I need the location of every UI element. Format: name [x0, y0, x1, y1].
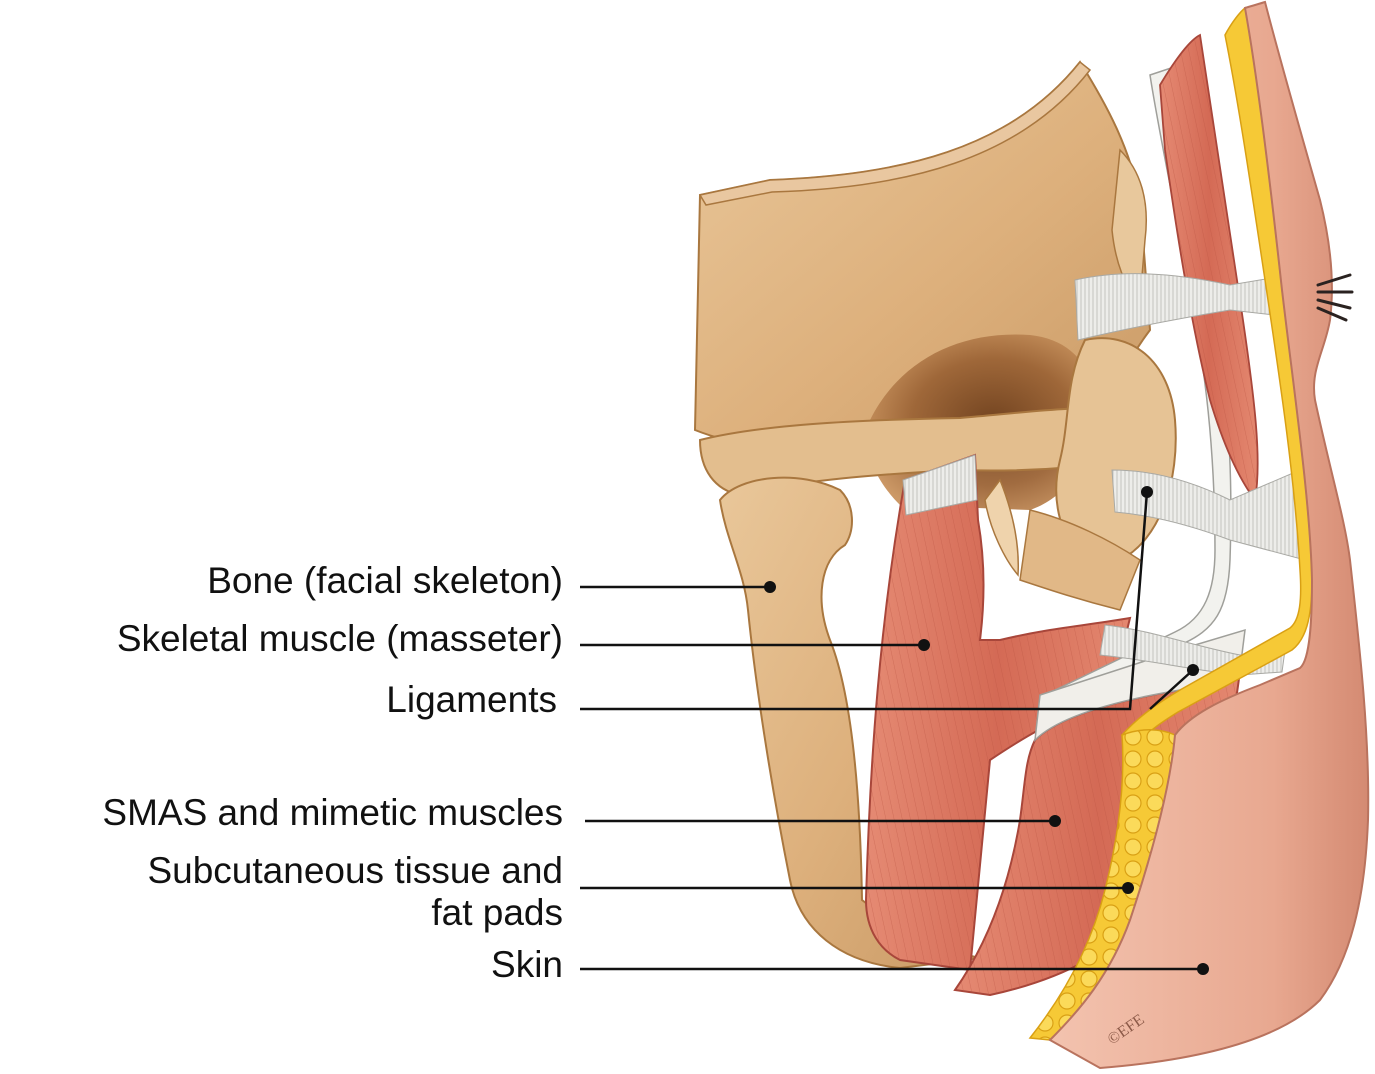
leader-bone-dot [764, 581, 776, 593]
label-subcutaneous-line2: fat pads [431, 893, 563, 933]
label-masseter: Skeletal muscle (masseter) [117, 619, 563, 659]
label-bone: Bone (facial skeleton) [207, 561, 563, 601]
leader-masseter-dot [918, 639, 930, 651]
leader-smas-dot [1049, 815, 1061, 827]
label-smas: SMAS and mimetic muscles [102, 793, 563, 833]
label-subcutaneous-line1: Subcutaneous tissue and [147, 851, 563, 891]
ligament-middle [1112, 470, 1305, 560]
leader-subcutaneous-dot [1122, 882, 1134, 894]
label-ligaments: Ligaments [386, 680, 557, 720]
label-skin: Skin [491, 945, 563, 985]
leader-ligaments-dot-2 [1187, 664, 1199, 676]
leader-skin-dot [1197, 963, 1209, 975]
leader-ligaments-dot-1 [1141, 486, 1153, 498]
